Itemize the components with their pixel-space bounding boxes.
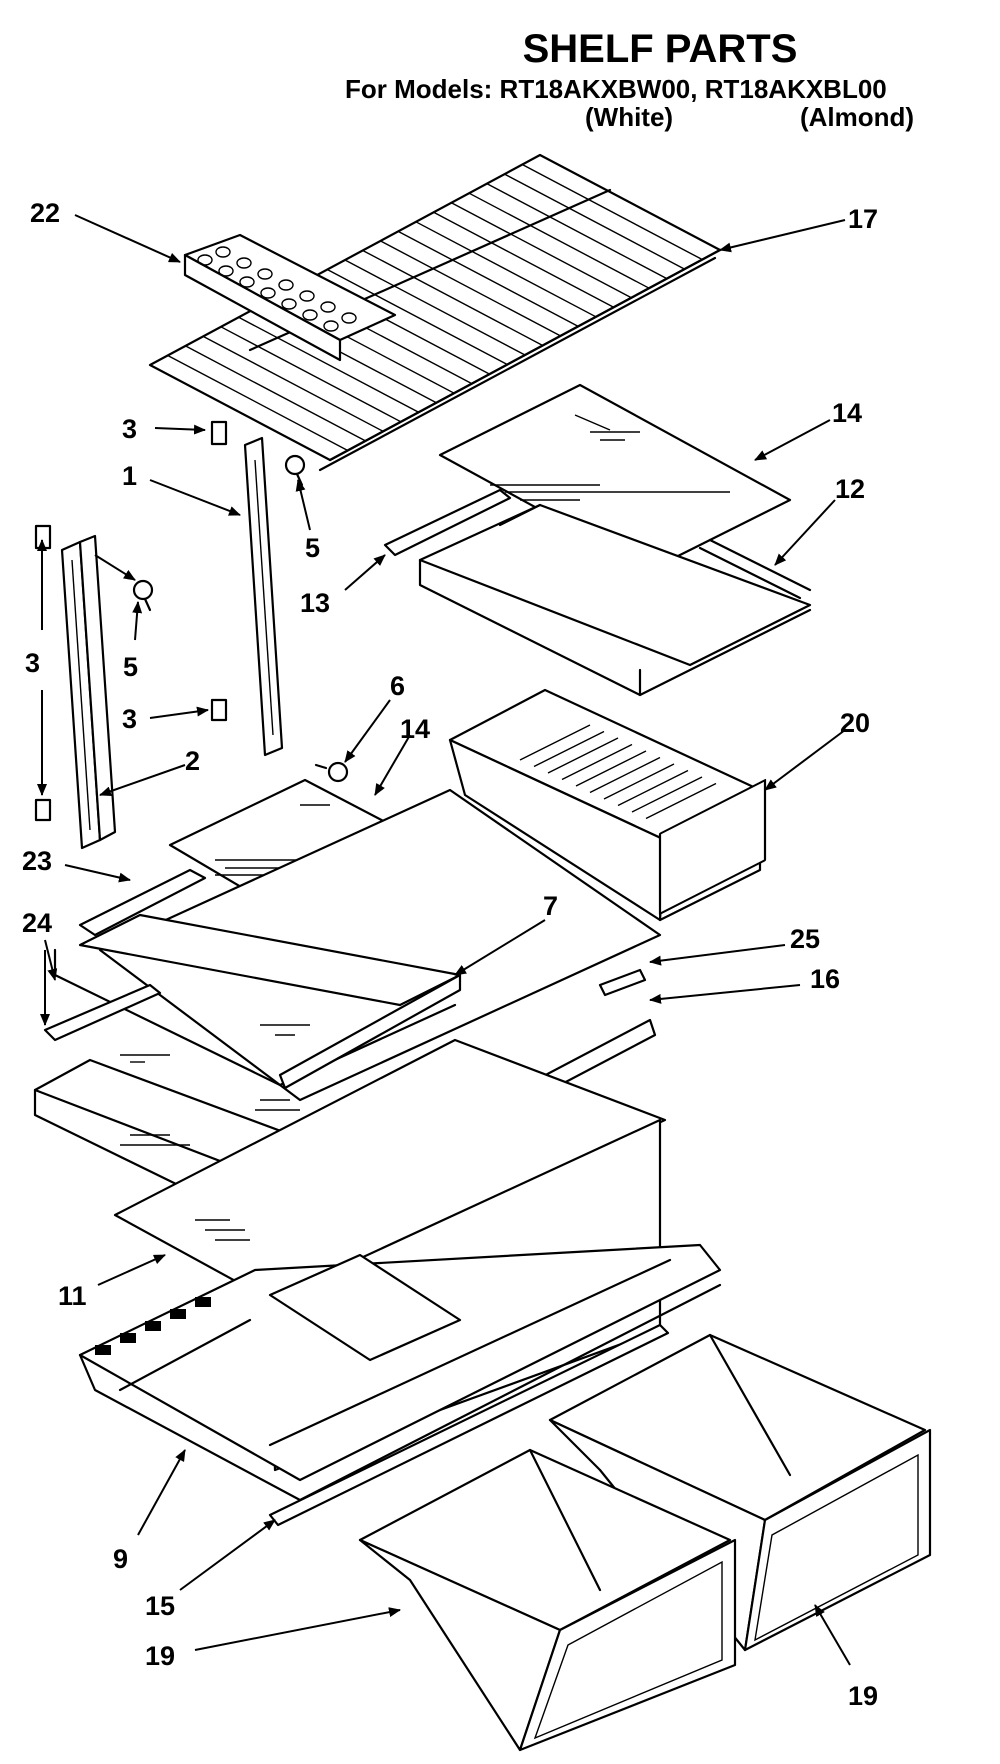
callout-3: 3 [25, 648, 40, 678]
part-shelf-frame-middle [43, 868, 462, 1090]
part-cover-frame [78, 1243, 722, 1502]
callout-3: 3 [122, 704, 137, 734]
variant-white: (White) [585, 102, 673, 132]
callout-13: 13 [300, 588, 330, 618]
callout-16: 16 [810, 964, 840, 994]
part-meat-pan [448, 688, 767, 922]
leader-lines [37, 214, 851, 1666]
callout-25: 25 [790, 924, 820, 954]
callout-15: 15 [145, 1591, 175, 1621]
callout-12: 12 [835, 474, 865, 504]
screw-5-right [284, 454, 306, 487]
callout-19: 19 [145, 1641, 175, 1671]
callout-5: 5 [123, 652, 138, 682]
diagram-title: SHELF PARTS [523, 27, 798, 71]
callout-19: 19 [848, 1681, 878, 1711]
variant-almond: (Almond) [800, 102, 914, 132]
callout-24: 24 [22, 908, 52, 938]
callout-3: 3 [122, 414, 137, 444]
callout-23: 23 [22, 846, 52, 876]
callout-14: 14 [832, 398, 862, 428]
part-shelf-frame-upper [418, 503, 812, 697]
callout-17: 17 [848, 204, 878, 234]
models-line: For Models: RT18AKXBW00, RT18AKXBL00 [345, 74, 887, 104]
screw-6 [314, 761, 349, 783]
callout-14: 14 [400, 714, 430, 744]
part-crisper-drawer-left [358, 1448, 737, 1752]
part-center-rail [210, 420, 284, 757]
callout-labels: 22 17 3 1 5 14 12 13 3 5 3 6 14 20 2 23 … [22, 198, 878, 1711]
callout-11: 11 [58, 1281, 87, 1311]
part-egg-tray [183, 233, 397, 362]
callout-9: 9 [113, 1544, 128, 1574]
callout-1: 1 [122, 461, 137, 491]
part-left-rail [34, 524, 117, 850]
callout-22: 22 [30, 198, 60, 228]
callout-6: 6 [390, 671, 405, 701]
callout-5: 5 [305, 533, 320, 563]
callout-20: 20 [840, 708, 870, 738]
screw-5-left [132, 579, 154, 612]
callout-2: 2 [185, 746, 200, 776]
part-upper-rail [383, 488, 512, 557]
callout-7: 7 [543, 891, 558, 921]
